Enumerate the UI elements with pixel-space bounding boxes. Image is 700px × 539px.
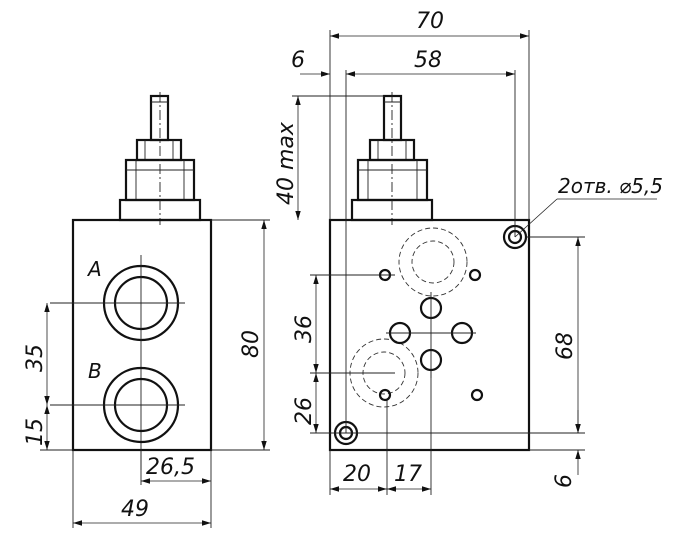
dim-70: 70 <box>416 9 444 34</box>
dim-49: 49 <box>121 497 149 522</box>
port-a-label: A <box>86 257 102 281</box>
small-hole <box>468 268 482 282</box>
dim-6-bottom: 6 <box>552 474 577 488</box>
dim-26: 26 <box>292 397 317 425</box>
right-view: 70 6 58 40 max 2отв. ⌀5,5 36 26 68 6 <box>274 9 663 495</box>
small-hole <box>378 388 392 402</box>
dim-17: 17 <box>394 462 422 487</box>
left-body <box>71 218 213 452</box>
left-stem <box>149 94 170 142</box>
left-nut <box>135 138 183 162</box>
small-hole <box>470 388 484 402</box>
dim-35: 35 <box>23 344 48 372</box>
dim-80: 80 <box>239 330 264 358</box>
dim-68: 68 <box>553 332 578 360</box>
dim-36: 36 <box>292 315 317 343</box>
dim-40-max: 40 max <box>274 121 299 205</box>
dim-6-top: 6 <box>291 48 305 73</box>
left-view: A B 35 15 26,5 49 80 <box>23 92 270 528</box>
dim-26-5: 26,5 <box>146 455 195 480</box>
hidden-port-upper <box>398 227 468 297</box>
right-stem <box>382 94 403 142</box>
dim-20: 20 <box>343 462 371 487</box>
hidden-port-upper-inner <box>411 240 455 284</box>
dim-58: 58 <box>414 48 442 73</box>
port-b-label: B <box>88 359 102 383</box>
hole-note: 2отв. ⌀5,5 <box>558 174 663 198</box>
dim-15: 15 <box>23 418 48 446</box>
right-body <box>328 218 531 452</box>
